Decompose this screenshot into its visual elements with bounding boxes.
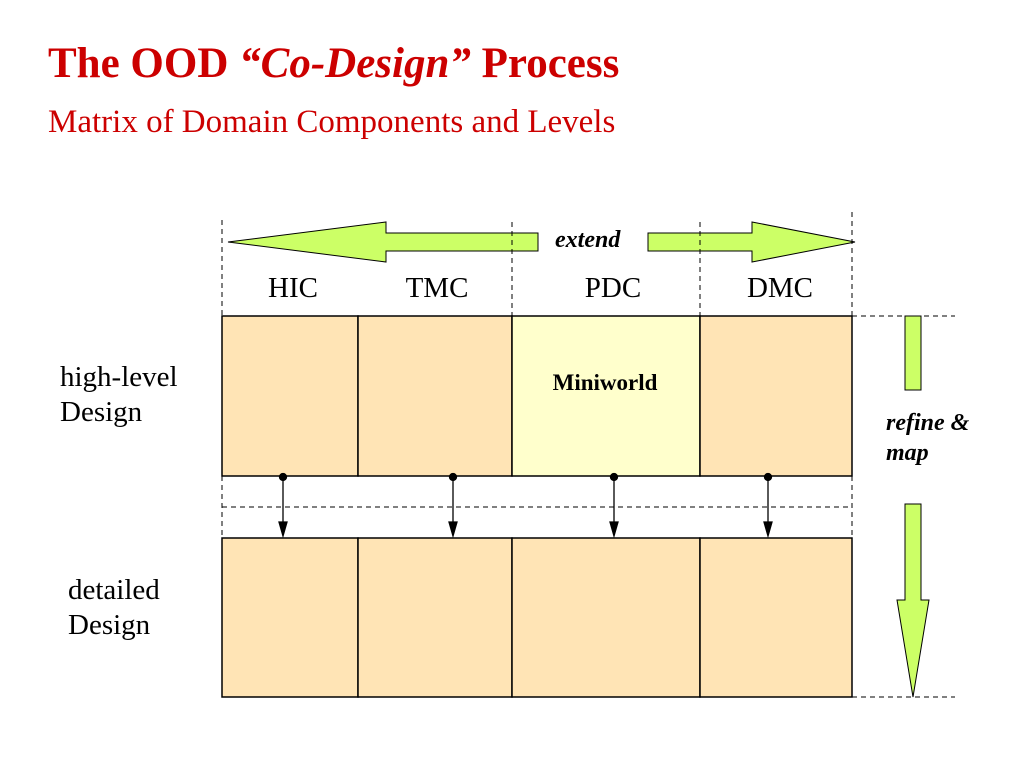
row-label-high-level: high-level Design <box>60 361 178 428</box>
cell-high-level-dmc <box>699 315 853 477</box>
title-part-2: “Co-Design” <box>239 40 471 87</box>
column-header-hic: HIC <box>268 272 318 304</box>
page-title: The OOD “Co-Design” Process <box>48 40 619 87</box>
connector-arrowhead <box>278 521 288 539</box>
row-label-detailed: detailed Design <box>68 574 160 641</box>
column-header-dmc: DMC <box>746 272 814 304</box>
extend-left-arrow <box>227 221 539 263</box>
title-part-3: Process <box>470 40 620 87</box>
cell-detailed-dmc <box>699 537 853 698</box>
cell-high-level-tmc <box>357 315 513 477</box>
miniworld-label: Miniworld <box>552 370 658 395</box>
title-part-1: The OOD <box>48 40 240 87</box>
connector-arrowhead <box>609 521 619 539</box>
extend-label: extend <box>555 227 621 253</box>
cell-detailed-hic <box>221 537 359 698</box>
refine-map-label: refine & map <box>886 410 970 466</box>
refine-bar <box>904 315 922 391</box>
cell-high-level-pdc <box>511 315 701 477</box>
cell-detailed-pdc <box>511 537 701 698</box>
refine-down-arrow <box>896 503 930 698</box>
down-connector-arrows <box>278 472 773 539</box>
page-subtitle: Matrix of Domain Components and Levels <box>48 104 616 140</box>
connector-arrowhead <box>448 521 458 539</box>
column-header-pdc: PDC <box>584 272 642 304</box>
connector-arrowhead <box>763 521 773 539</box>
extend-right-arrow <box>647 221 856 263</box>
column-header-tmc: TMC <box>405 272 469 304</box>
cell-detailed-tmc <box>357 537 513 698</box>
cell-high-level-hic <box>221 315 359 477</box>
